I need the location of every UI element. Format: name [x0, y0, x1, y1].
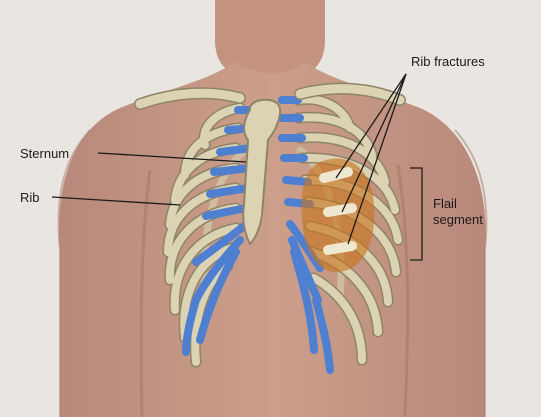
flail-segment-label: Flail segment [433, 196, 483, 229]
flail-label-line2: segment [433, 212, 483, 228]
fracture-mark-2 [328, 208, 352, 212]
flail-label-line1: Flail [433, 196, 483, 212]
fracture-mark-3 [328, 246, 352, 250]
rib-fractures-label: Rib fractures [411, 55, 485, 68]
rib-label: Rib [20, 191, 40, 204]
sternum-label: Sternum [20, 147, 69, 160]
